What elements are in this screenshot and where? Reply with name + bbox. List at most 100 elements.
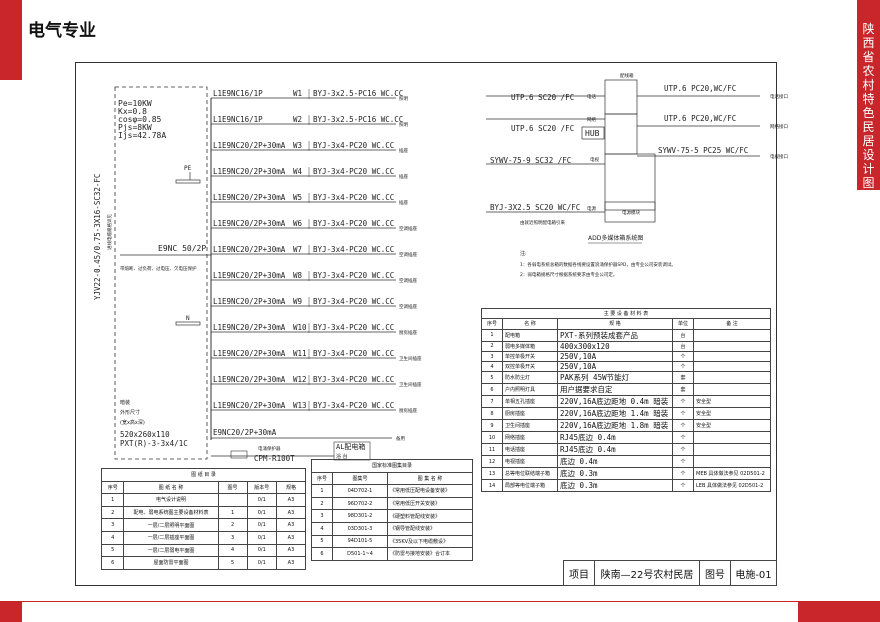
table-cell: A3	[275, 505, 307, 520]
hub-label: HUB	[585, 129, 600, 138]
table-cell: 底边 0.4m	[557, 455, 673, 469]
banner-char: 村	[862, 78, 875, 92]
table-cell: 一层/二层弱电平面图	[123, 543, 219, 558]
circuit-breaker: L1E9NC20/2P+30mA	[213, 323, 286, 332]
table-cell: PXT-系列预装成套产品	[557, 328, 673, 342]
drawing-no-label: 图号	[699, 560, 731, 586]
table-cell: 8	[481, 407, 503, 421]
circuit-cable: BYJ-3x2.5-PC16 WC.CC	[313, 115, 403, 124]
table-cell: 总等电位联结端子箱	[502, 467, 558, 481]
col-size: 规格	[275, 480, 307, 495]
param-pjs: Pjs=8KW	[118, 123, 152, 132]
banner-char: 色	[862, 106, 875, 120]
table-cell: A3	[275, 556, 307, 570]
table-cell: 个	[672, 350, 694, 363]
table-cell: 安全型	[693, 419, 771, 433]
col-no: 序号	[311, 471, 333, 486]
weak-tag-1: 电话	[587, 93, 596, 100]
param-cos: cosφ=0.85	[118, 115, 162, 124]
table-cell: 1	[311, 484, 333, 498]
hub-box	[581, 126, 605, 140]
table-cell: 单控单极开关	[502, 350, 558, 363]
circuit-name: W13	[293, 401, 307, 410]
table-cell: 5	[311, 534, 333, 549]
weak-tag-2: 网络	[587, 116, 596, 123]
circuit-cable: BYJ-3x4-PC20 WC.CC	[313, 297, 394, 306]
drawing-index-title: 图 纸 目 录	[101, 468, 306, 482]
table-cell: 《35KV及以下电缆敷设》	[387, 534, 473, 549]
col-name: 图 纸 名 称	[123, 480, 219, 495]
table-cell: 套	[672, 383, 694, 397]
table-cell	[693, 361, 771, 373]
standard-atlas-title: 国家标准图集目录	[311, 459, 473, 473]
circuit-breaker: L1E9NC16/1P	[213, 115, 263, 124]
footer-line	[22, 601, 798, 602]
weak-tag-3: 电视	[590, 156, 599, 163]
banner-char: 西	[862, 36, 875, 50]
panel-dashed-box	[114, 86, 208, 460]
table-cell: 弱电多媒体箱	[502, 340, 558, 352]
table-cell: 个	[672, 455, 694, 469]
standard-atlas-header: 序号 图集号 图 集 名 称	[311, 471, 473, 486]
box-note-4: 520x260x110	[120, 430, 170, 439]
circuit-use: 照明	[399, 96, 408, 102]
table-cell: 94D101-5	[332, 534, 388, 549]
col-no: 序号	[100, 480, 125, 495]
circuit-use: 卫生间插座	[399, 381, 422, 388]
circuit-name: W12	[293, 375, 307, 384]
table-cell: 400x300x120	[557, 340, 673, 352]
circuit-use: 空调插座	[399, 303, 417, 310]
table-cell: 2	[100, 505, 125, 520]
main-breaker: E9NC 50/2P	[158, 244, 206, 253]
banner-char: 陕	[862, 22, 875, 36]
source-note: 由就近照明配电箱引来	[520, 219, 565, 226]
banner-char: 计	[862, 162, 875, 176]
table-cell: 个	[672, 443, 694, 457]
table-cell: 0/1	[246, 518, 277, 532]
table-cell: 台	[672, 328, 694, 342]
table-cell: 安全型	[693, 407, 771, 421]
table-cell: 0/1	[246, 505, 277, 520]
circuit-breaker: L1E9NC16/1P	[213, 89, 263, 98]
circuit-breaker: L1E9NC20/2P+30mA	[213, 349, 286, 358]
circuit-breaker: L1E9NC20/2P+30mA	[213, 297, 286, 306]
circuit-cable: BYJ-3x2.5-PC16 WC.CC	[313, 89, 403, 98]
circuit-use: 空调插座	[399, 251, 417, 258]
box-note-3: (宽x高x深)	[120, 419, 145, 426]
weak-end-2: 网络接口	[770, 123, 788, 130]
circuit-breaker: L1E9NC20/2P+30mA	[213, 375, 286, 384]
box-note-2: 外形尺寸	[120, 409, 140, 416]
table-cell: 6	[100, 556, 125, 570]
table-cell: 配电箱	[502, 328, 558, 342]
table-cell: 5	[100, 543, 125, 558]
table-cell: 个	[672, 467, 694, 481]
circuit-name: W10	[293, 323, 307, 332]
side-banner: 陕西省农村特色民居设计图集	[857, 0, 880, 204]
circuit-breaker: L1E9NC20/2P+30mA	[213, 193, 286, 202]
table-cell: 用户据要求自定	[557, 383, 673, 397]
circuit-use: 插座	[399, 147, 408, 154]
incoming-cable: YJV22-0.45/0.75-3X16-SC32-FC	[93, 174, 102, 300]
note-2: 2：弱电箱规格尺寸根据系统要求由专业公司定。	[520, 271, 617, 278]
table-cell	[693, 455, 771, 469]
circuit-cable: BYJ-3x4-PC20 WC.CC	[313, 167, 394, 176]
col-name: 名 称	[502, 318, 558, 330]
circuit-use: 厨房插座	[399, 407, 417, 414]
table-cell: 5	[481, 371, 503, 385]
table-cell: 配电、弱电系统图主要设备材料表	[123, 505, 219, 520]
table-cell: D501-1~4	[332, 547, 388, 561]
table-cell: 防水防尘灯	[502, 371, 558, 385]
table-cell: 220V,16A底边距地 1.8m 暗装	[557, 419, 673, 433]
table-cell: 9	[481, 419, 503, 433]
table-cell: 底边 0.3m	[557, 479, 673, 493]
